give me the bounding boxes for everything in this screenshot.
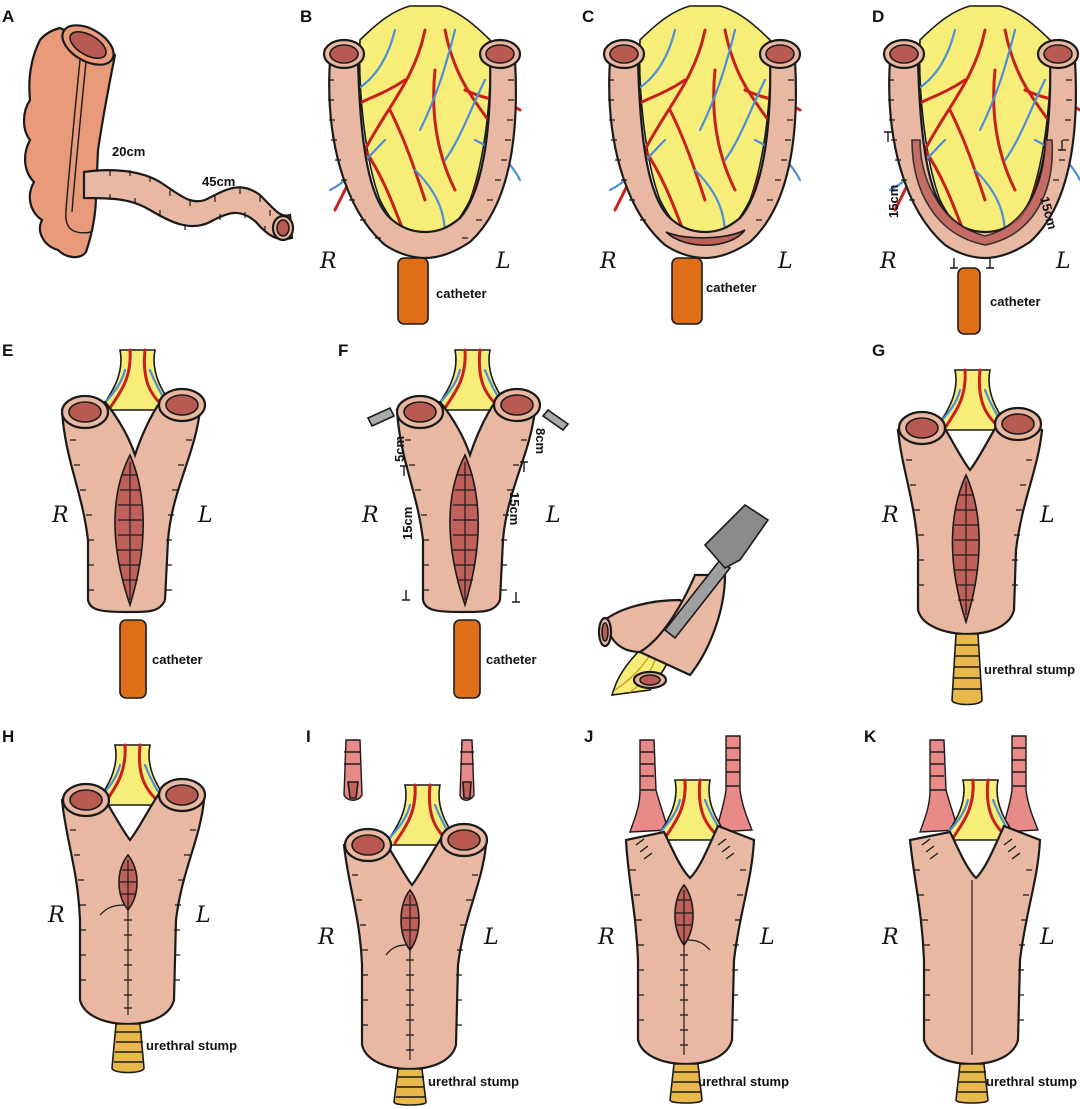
catheter <box>397 257 429 325</box>
length-label-5cm: 5cm <box>392 436 407 462</box>
left-side-label: L <box>777 249 793 274</box>
urethral-stump-label: urethral stump <box>428 1074 519 1089</box>
panel-c: C catheter R L <box>582 5 802 325</box>
right-side-label: R <box>51 503 69 528</box>
right-side-label: R <box>361 503 379 528</box>
opened-bowel-strip <box>911 139 1054 246</box>
length-label-left-15cm: 15cm <box>507 492 522 525</box>
panel-h: H urethral stump R L <box>2 727 237 1074</box>
panel-label: G <box>872 341 885 360</box>
pouch-body <box>60 790 206 1026</box>
panel-b: B catheter R L <box>300 5 522 325</box>
right-side-label: R <box>879 249 897 274</box>
panel-k: K urethral stump R L <box>864 727 1077 1104</box>
catheter <box>957 267 981 335</box>
stapler-inset <box>597 503 770 696</box>
panel-label: A <box>2 7 14 26</box>
length-label-right: 15cm <box>886 185 901 218</box>
panel-label: H <box>2 727 14 746</box>
colon-segment <box>22 26 117 259</box>
urethral-stump-label: urethral stump <box>146 1038 237 1053</box>
left-side-label: L <box>1039 925 1055 950</box>
catheter-label: catheter <box>706 280 757 295</box>
panel-f: F 5cm 8cm 15cm 15cm catheter R L <box>338 341 570 699</box>
ureter-right <box>918 739 959 833</box>
ileum-segment <box>82 169 294 241</box>
urethral-stump <box>111 1023 145 1074</box>
left-side-label: L <box>483 925 499 950</box>
antimesenteric-opening <box>665 229 746 247</box>
left-side-label: L <box>1039 503 1055 528</box>
pouch-body <box>908 824 1042 1066</box>
length-label-45cm: 45cm <box>202 174 235 189</box>
catheter-label: catheter <box>990 294 1041 309</box>
panel-label: E <box>2 341 13 360</box>
left-side-label: L <box>545 503 561 528</box>
right-side-label: R <box>597 925 615 950</box>
panel-label: F <box>338 341 348 360</box>
length-label-right-15cm: 15cm <box>400 507 415 540</box>
right-side-label: R <box>47 903 65 928</box>
panel-label: K <box>864 727 877 746</box>
panel-label: D <box>872 7 884 26</box>
left-side-label: L <box>1055 249 1071 274</box>
ureter-left <box>1001 735 1040 833</box>
panel-j: J urethral stump R L <box>584 727 789 1104</box>
left-side-label: L <box>495 249 511 274</box>
catheter <box>453 619 481 699</box>
urethral-stump-label: urethral stump <box>698 1074 789 1089</box>
stapler-left <box>366 406 396 428</box>
ureter-right <box>628 739 669 833</box>
right-side-label: R <box>881 925 899 950</box>
catheter-label: catheter <box>152 652 203 667</box>
left-side-label: L <box>195 903 211 928</box>
panel-i: I urethral stump R L <box>306 727 519 1106</box>
right-side-label: R <box>319 249 337 274</box>
panel-e: E catheter R L <box>2 341 213 699</box>
catheter-label: catheter <box>486 652 537 667</box>
right-side-label: R <box>881 503 899 528</box>
length-label-8cm: 8cm <box>533 428 548 454</box>
left-side-label: L <box>197 503 213 528</box>
catheter <box>671 257 703 325</box>
right-side-label: R <box>317 925 335 950</box>
urethral-stump <box>951 633 983 706</box>
urethral-stump-label: urethral stump <box>984 662 1075 677</box>
stapler-instrument <box>663 558 732 640</box>
catheter <box>119 619 147 699</box>
panel-a: A 20cm 45cm <box>2 7 295 259</box>
catheter-label: catheter <box>436 286 487 301</box>
urethral-stump-label: urethral stump <box>986 1074 1077 1089</box>
pouch-body <box>342 835 488 1071</box>
urethral-stump <box>669 1063 703 1104</box>
pouch-anastomosis <box>114 453 144 608</box>
panel-label: B <box>300 7 312 26</box>
length-label-20cm: 20cm <box>112 144 145 159</box>
urethral-stump <box>955 1063 989 1104</box>
ureter-left <box>715 735 754 833</box>
panel-label: J <box>584 727 593 746</box>
right-side-label: R <box>599 249 617 274</box>
stapler-right <box>541 408 570 432</box>
panel-g: G urethral stump R L <box>872 341 1075 706</box>
panel-label: I <box>306 727 311 746</box>
panel-d: D 15cm 15cm catheter R L <box>872 5 1080 335</box>
panel-label: C <box>582 7 594 26</box>
left-side-label: L <box>759 925 775 950</box>
pouch-body <box>624 824 756 1066</box>
